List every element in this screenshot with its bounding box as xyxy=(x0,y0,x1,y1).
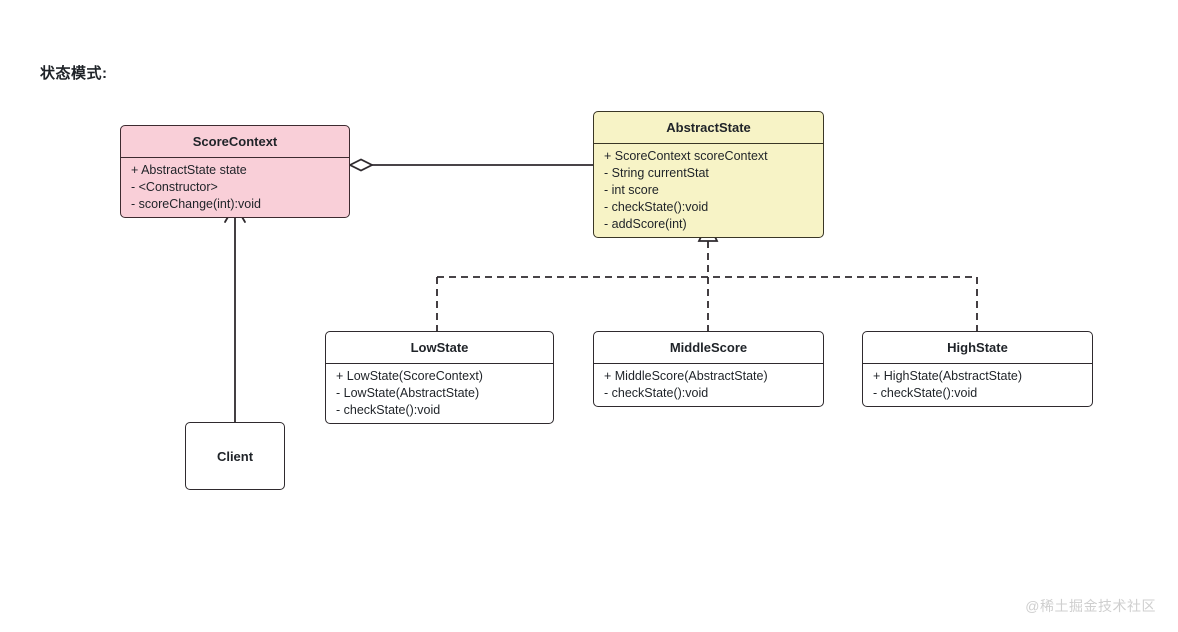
class-member: - scoreChange(int):void xyxy=(131,197,261,211)
class-name-high-state: HighState xyxy=(947,340,1008,355)
class-name-score-context: ScoreContext xyxy=(192,134,278,149)
class-member: - addScore(int) xyxy=(604,217,687,231)
relation-association-client-context xyxy=(224,204,246,422)
class-box-client[interactable]: Client xyxy=(185,422,285,490)
class-name-low-state: LowState xyxy=(410,340,469,355)
class-box-low-state[interactable]: LowState + LowState(ScoreContext) - LowS… xyxy=(325,331,554,424)
relation-aggregation-context-state xyxy=(347,158,593,172)
class-member: - String currentStat xyxy=(604,166,709,180)
class-members-high-state: + HighState(AbstractState) - checkState(… xyxy=(863,363,1092,406)
class-member: + MiddleScore(AbstractState) xyxy=(604,369,768,383)
relation-realization-tree xyxy=(436,219,978,331)
class-members-middle-score: + MiddleScore(AbstractState) - checkStat… xyxy=(594,363,823,406)
class-member: + LowState(ScoreContext) xyxy=(336,369,483,383)
class-box-abstract-state[interactable]: AbstractState + ScoreContext scoreContex… xyxy=(593,111,824,238)
class-box-high-state[interactable]: HighState + HighState(AbstractState) - c… xyxy=(862,331,1093,407)
class-member: - checkState():void xyxy=(873,386,978,400)
class-box-score-context[interactable]: ScoreContext + AbstractState state - <Co… xyxy=(120,125,350,218)
class-member: - checkState():void xyxy=(336,403,441,417)
page-title: 状态模式: xyxy=(40,65,108,82)
watermark: @稀土掘金技术社区 xyxy=(1025,598,1156,614)
class-member: + ScoreContext scoreContext xyxy=(604,149,768,163)
class-members-score-context: + AbstractState state - <Constructor> - … xyxy=(121,157,349,217)
class-member: - LowState(AbstractState) xyxy=(336,386,480,400)
class-members-abstract-state: + ScoreContext scoreContext - String cur… xyxy=(594,143,823,237)
class-member: - checkState():void xyxy=(604,386,709,400)
class-name-middle-score: MiddleScore xyxy=(669,340,748,355)
class-member: - <Constructor> xyxy=(131,180,218,194)
class-box-middle-score[interactable]: MiddleScore + MiddleScore(AbstractState)… xyxy=(593,331,824,407)
class-member: + AbstractState state xyxy=(131,163,247,177)
class-name-abstract-state: AbstractState xyxy=(666,120,751,135)
class-member: + HighState(AbstractState) xyxy=(873,369,1023,383)
class-name-client: Client xyxy=(216,448,254,464)
class-members-low-state: + LowState(ScoreContext) - LowState(Abst… xyxy=(326,363,553,423)
class-member: - int score xyxy=(604,183,659,197)
class-member: - checkState():void xyxy=(604,200,709,214)
